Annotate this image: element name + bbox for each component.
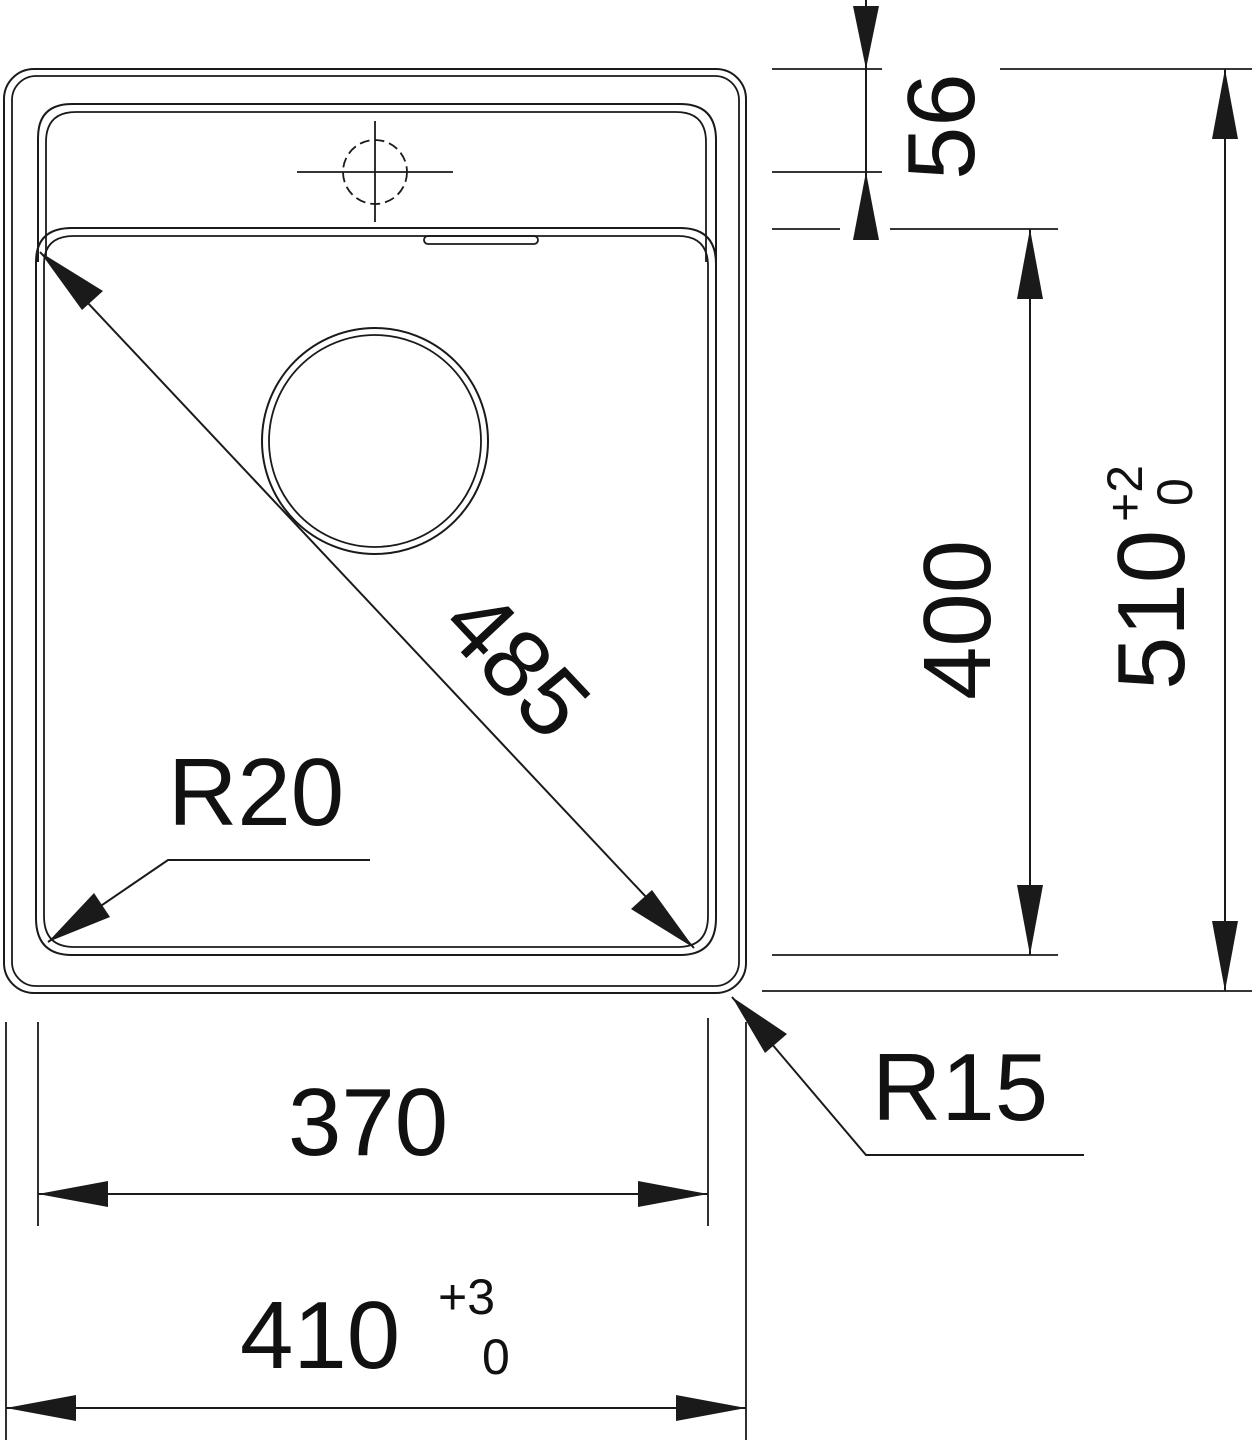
diagonal-dimension: 485 [39,251,695,949]
dim-410-arrow-left [6,1395,76,1421]
dim-56-label: 56 [888,73,995,180]
r20-leader: R20 [47,739,370,943]
dim-410-tol-upper: +3 [438,1269,495,1325]
bowl [35,227,717,956]
diagonal-label: 485 [423,569,611,759]
outer-rim [3,68,747,994]
overflow-slot [423,235,539,245]
dim-56: 56 [772,0,995,240]
dim-510-label: 510 [1098,530,1205,690]
tap-ledge [37,103,717,268]
dim-400-label: 400 [904,540,1011,700]
r15-leader: R15 [731,996,1084,1156]
diagonal-arrow-bottom [631,890,694,948]
dim-400-arrow-top [1017,229,1043,299]
dim-510-arrow-bottom [1212,921,1238,991]
dim-400: 400 [772,228,1058,956]
r15-label: R15 [872,1034,1048,1141]
dim-56-arrow-top [853,6,879,69]
drain-inner [268,334,482,548]
diagonal-arrow-top [40,252,103,310]
dim-510-arrow-top [1212,69,1238,139]
dim-410: 410 +3 0 [5,1022,747,1440]
r20-label: R20 [168,739,344,846]
r15-leader-line [731,996,1084,1156]
diagonal-line [39,251,695,949]
dim-410-arrow-right [676,1395,746,1421]
r15-arrow [732,997,787,1053]
dim-370: 370 [37,1018,709,1226]
dim-510-tol-upper: +2 [1097,465,1153,522]
dim-410-tol-lower: 0 [482,1329,510,1385]
dim-410-label: 410 [240,1282,400,1389]
dim-510: 510 +2 0 [762,68,1252,992]
drain-outer [261,327,489,555]
dim-370-arrow-left [38,1181,108,1207]
outer-rim-inner-edge [11,75,740,987]
tap-ledge-inner [45,111,707,262]
dim-510-tol-lower: 0 [1147,478,1203,506]
r20-arrow [48,893,110,942]
dim-370-label: 370 [288,1069,448,1176]
sink-outline [3,68,747,994]
dim-370-arrow-right [638,1181,708,1207]
dim-56-arrow-bottom [853,172,879,240]
dim-400-arrow-bottom [1017,885,1043,955]
bowl-inner [43,235,709,948]
